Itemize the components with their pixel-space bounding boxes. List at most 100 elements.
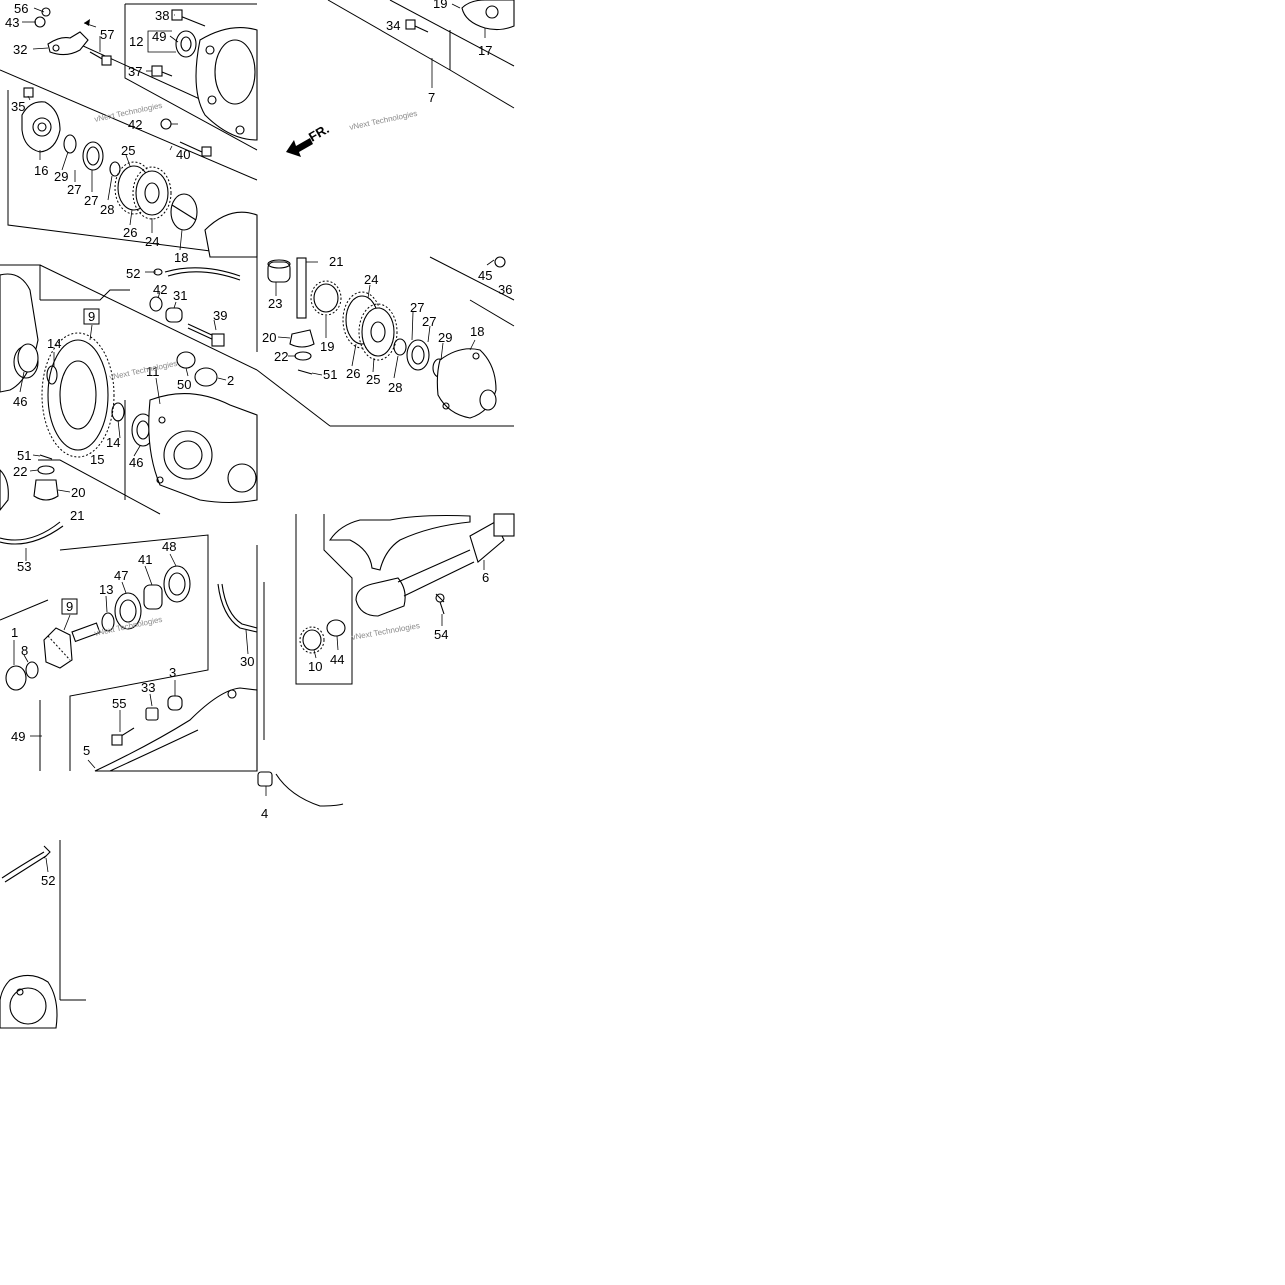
- label-4: 4: [261, 806, 268, 821]
- driveshaft-6-shape: [355, 513, 515, 617]
- label-9-box: [83, 308, 100, 325]
- label-30: 30: [240, 654, 254, 669]
- label-44: 44: [330, 652, 344, 667]
- label-21-top: 21: [329, 254, 343, 269]
- tile-4: 21 23 24 45 36 27 27 29 18 20 19 22 51 2…: [256, 254, 515, 427]
- label-36: 36: [498, 282, 512, 297]
- label-32: 32: [13, 42, 27, 57]
- label-52: 52: [126, 266, 140, 281]
- label-48: 48: [162, 539, 176, 554]
- label-25-mid: 25: [366, 372, 380, 387]
- label-26: 26: [123, 225, 137, 240]
- label-22-mid: 22: [274, 349, 288, 364]
- label-28: 28: [100, 202, 114, 217]
- label-31: 31: [173, 288, 187, 303]
- axle-housing-5-shape: [94, 687, 258, 772]
- front-arrow-icon: [286, 138, 313, 157]
- cable-53-shape: [0, 521, 61, 541]
- label-28-mid: 28: [388, 380, 402, 395]
- label-20: 20: [71, 485, 85, 500]
- label-53: 53: [17, 559, 31, 574]
- label-42: 42: [128, 117, 142, 132]
- label-39: 39: [213, 308, 227, 323]
- label-19-top: 19: [433, 0, 447, 11]
- label-8: 8: [21, 643, 28, 658]
- label-9-bottom: 9: [66, 599, 73, 614]
- label-43: 43: [5, 15, 19, 30]
- label-29: 29: [54, 169, 68, 184]
- label-37: 37: [128, 64, 142, 79]
- label-49: 49: [152, 29, 166, 44]
- label-27-mid-a: 27: [410, 300, 424, 315]
- cover-17-shape: [461, 0, 515, 31]
- pinion-gear-20-shape: [33, 479, 59, 501]
- label-25: 25: [121, 143, 135, 158]
- label-18-top: 18: [174, 250, 188, 265]
- label-11: 11: [146, 364, 160, 379]
- label-57: 57: [100, 27, 114, 42]
- tile-6: 6 54 10 44 vNext Technologies: [295, 513, 515, 685]
- label-22: 22: [13, 464, 27, 479]
- label-14-top: 14: [47, 336, 61, 351]
- tube-52-shape: [1, 851, 45, 879]
- label-9-top: 9: [88, 309, 95, 324]
- label-14-bottom: 14: [106, 435, 120, 450]
- label-1: 1: [11, 625, 18, 640]
- tile-5: 53 48 41 47 13 9 1 8 30 33 3 55 49 5 vNe…: [0, 521, 265, 772]
- label-38: 38: [155, 8, 169, 23]
- diff-housing: [195, 27, 258, 141]
- flange-16-shape: [21, 101, 61, 153]
- hose-30-shape: [217, 583, 258, 633]
- watermark-6: vNext Technologies: [351, 621, 421, 642]
- watermark-2: vNext Technologies: [349, 109, 419, 132]
- tile-2: FR. 19 34 17 7 vNext Technologies: [286, 0, 515, 157]
- label-46-left: 46: [13, 394, 27, 409]
- label-5: 5: [83, 743, 90, 758]
- mount-bracket-shape: [328, 514, 471, 571]
- label-10: 10: [308, 659, 322, 674]
- label-54: 54: [434, 627, 448, 642]
- label-50: 50: [177, 377, 191, 392]
- side-gear-24-shape: [135, 170, 169, 216]
- label-23: 23: [268, 296, 282, 311]
- sleeve-23-shape: [267, 261, 291, 283]
- bracket-32-shape: [47, 31, 89, 56]
- label-3: 3: [169, 665, 176, 680]
- label-42-mid: 42: [153, 282, 167, 297]
- label-18-mid: 18: [470, 324, 484, 339]
- label-27a: 27: [67, 182, 81, 197]
- label-7: 7: [428, 90, 435, 105]
- label-33: 33: [141, 680, 155, 695]
- label-35: 35: [11, 99, 25, 114]
- label-26-mid: 26: [346, 366, 360, 381]
- label-12: 12: [129, 34, 143, 49]
- label-2: 2: [227, 373, 234, 388]
- ring-gear-9-shape: [47, 339, 109, 451]
- label-24: 24: [145, 234, 159, 249]
- pinion-shaft-21-shape: [296, 257, 307, 319]
- watermark-3: vNext Technologies: [109, 359, 179, 382]
- label-19-mid: 19: [320, 339, 334, 354]
- hub-4-shape: [257, 771, 273, 787]
- housing-flange-shape: [0, 974, 58, 1029]
- label-45: 45: [478, 268, 492, 283]
- label-21-bottom: 21: [70, 508, 84, 523]
- label-55: 55: [112, 696, 126, 711]
- label-27b: 27: [84, 193, 98, 208]
- label-47: 47: [114, 568, 128, 583]
- drive-pinion-9-shape: [43, 627, 73, 669]
- label-6: 6: [482, 570, 489, 585]
- label-29-mid: 29: [438, 330, 452, 345]
- companion-gear-10-shape: [302, 629, 322, 651]
- label-56: 56: [14, 1, 28, 16]
- tile-3: 52 42 31 9 39 14 11 50 2 46 14 46 51 22 …: [0, 264, 258, 523]
- label-17: 17: [478, 43, 492, 58]
- label-16: 16: [34, 163, 48, 178]
- bolt-38-shape: [171, 9, 206, 27]
- tile-7: 4: [257, 771, 344, 821]
- label-51-mid: 51: [323, 367, 337, 382]
- seal-49-shape: [175, 30, 197, 58]
- label-49-bottom: 49: [11, 729, 25, 744]
- label-51: 51: [17, 448, 31, 463]
